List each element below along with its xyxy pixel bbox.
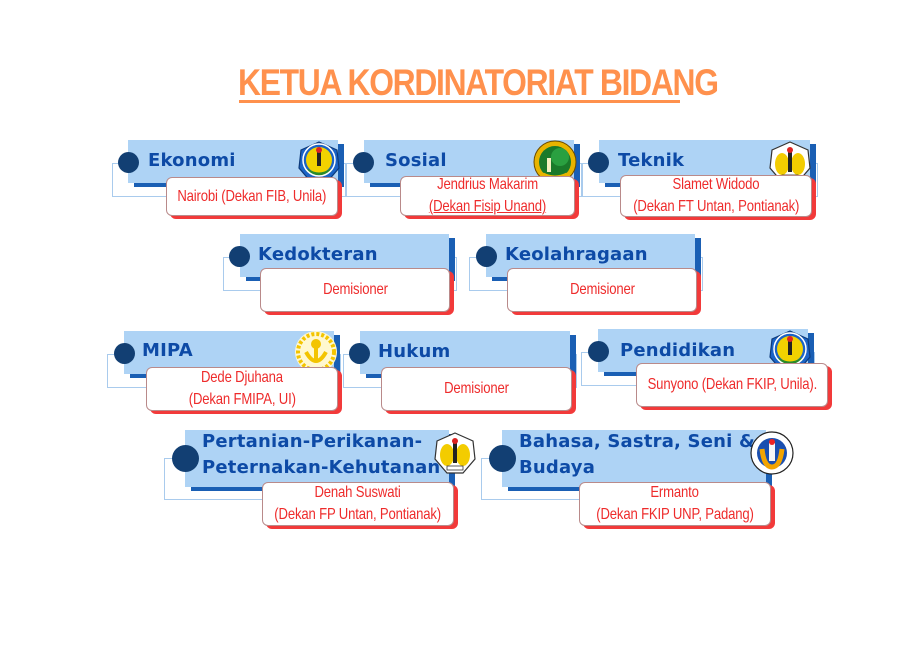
category-title-line2: Peternakan-Kehutanan [202, 457, 441, 478]
person-name: Slamet Widodo [672, 176, 760, 193]
person-title: (Dekan FKIP UNP, Padang) [596, 506, 754, 523]
page-title: KETUA KORDINATORIAT BIDANG [238, 62, 719, 103]
category-panel [502, 430, 766, 487]
person-title: (Dekan FP Untan, Pontianak) [274, 506, 442, 523]
category-title: Sosial [385, 150, 447, 171]
person-name: Nairobi (Dekan FIB, Unila) [177, 187, 327, 205]
bullet-dot [172, 445, 199, 472]
category-title: MIPA [142, 340, 193, 361]
person-title: (Dekan FT Untan, Pontianak) [633, 198, 799, 215]
person-name: Ermanto [650, 484, 700, 501]
name-box: Jendrius Makarim (Dekan Fisip Unand) [400, 176, 575, 216]
category-title: Hukum [378, 341, 451, 362]
bullet-dot [353, 152, 374, 173]
bullet-dot [114, 343, 135, 364]
category-title-line1: Bahasa, Sastra, Seni & [519, 431, 755, 452]
category-title: Keolahragaan [505, 244, 648, 265]
bullet-dot [476, 246, 497, 267]
person-name: Demisioner [444, 380, 509, 397]
bullet-dot [489, 445, 516, 472]
name-box: Demisioner [260, 268, 450, 312]
category-title: Teknik [618, 150, 685, 171]
person-title: (Dekan Fisip Unand) [428, 198, 547, 215]
category-title-line1: Pertanian-Perikanan- [202, 431, 423, 452]
person-title: (Dekan FMIPA, UI) [188, 391, 296, 408]
category-panel [360, 331, 570, 374]
name-box: Denah Suswati (Dekan FP Untan, Pontianak… [262, 482, 454, 526]
category-title: Pendidikan [620, 340, 736, 361]
person-name: Dede Djuhana [201, 369, 283, 386]
name-box: Ermanto (Dekan FKIP UNP, Padang) [579, 482, 771, 526]
category-title: Ekonomi [148, 150, 236, 171]
person-name: Demisioner [569, 281, 635, 298]
person-name: Jendrius Makarim [437, 176, 538, 193]
title-underline [239, 100, 680, 103]
bullet-dot [588, 341, 609, 362]
person-name: Denah Suswati [314, 484, 402, 501]
untan-logo-icon [434, 432, 476, 474]
bullet-dot [118, 152, 139, 173]
name-box: Dede Djuhana (Dekan FMIPA, UI) [146, 367, 338, 411]
name-box: Demisioner [381, 367, 572, 411]
person-name: Demisioner [322, 281, 388, 298]
bullet-dot [229, 246, 250, 267]
name-box: Demisioner [507, 268, 697, 312]
category-title: Kedokteran [258, 244, 378, 265]
bullet-dot [349, 343, 370, 364]
category-panel [185, 430, 449, 487]
name-box: Sunyono (Dekan FKIP, Unila). [636, 363, 828, 407]
name-box: Nairobi (Dekan FIB, Unila) [166, 177, 338, 216]
bullet-dot [588, 152, 609, 173]
person-name: Sunyono (Dekan FKIP, Unila). [647, 376, 817, 393]
category-title-line2: Budaya [519, 457, 596, 478]
unp-logo-icon [750, 431, 794, 475]
name-box: Slamet Widodo (Dekan FT Untan, Pontianak… [620, 175, 812, 217]
